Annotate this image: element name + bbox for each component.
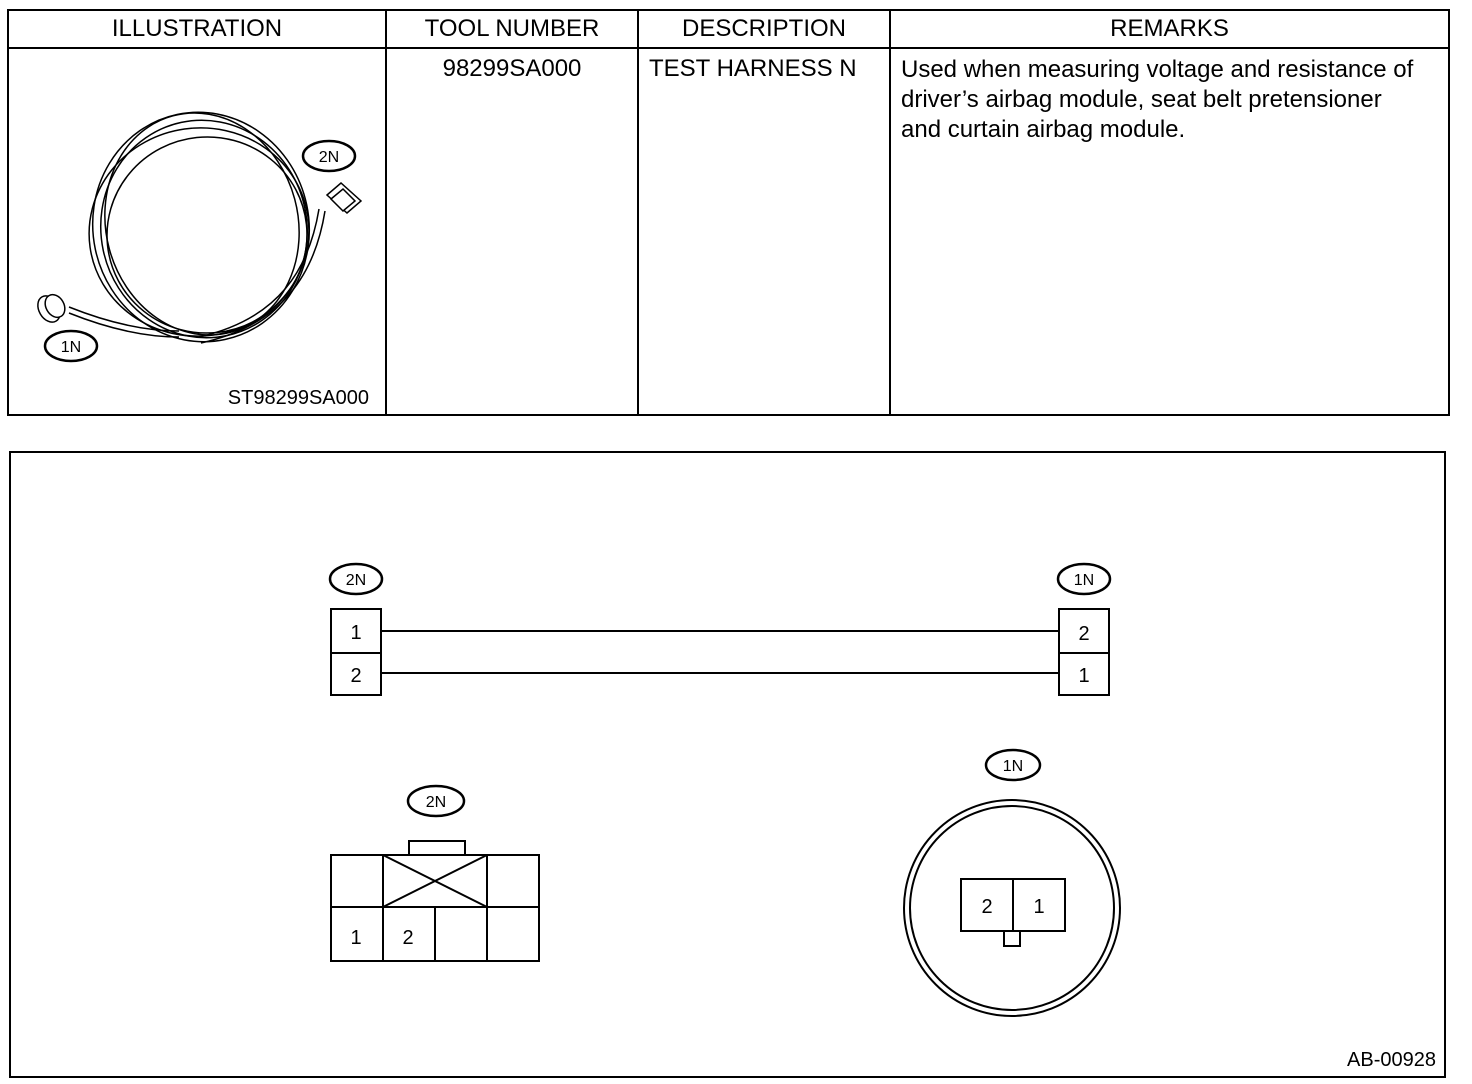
harness-label-2n-text: 2N <box>346 572 366 589</box>
connector-2n-label-text: 2N <box>426 794 446 811</box>
table-header-row: ILLUSTRATION TOOL NUMBER DESCRIPTION REM… <box>7 9 1450 49</box>
connector-2n-label: 2N <box>406 784 466 818</box>
header-tool-number: TOOL NUMBER <box>385 9 639 49</box>
connector-1n-pin: 1 <box>1033 896 1044 918</box>
tool-number-cell: 98299SA000 <box>385 47 639 416</box>
description-cell: TEST HARNESS N <box>637 47 891 416</box>
header-illustration: ILLUSTRATION <box>7 9 387 49</box>
harness-wires <box>381 630 1059 674</box>
harness-right-pin: 2 <box>1078 623 1089 645</box>
table-row: 2N 1N ST98299SA000 98299SA000 TEST HARNE… <box>7 47 1450 416</box>
illustration-cell: 2N 1N ST98299SA000 <box>7 47 387 416</box>
connector-2n-pin: 2 <box>402 927 413 949</box>
remarks-cell: Used when measuring voltage and resistan… <box>889 47 1450 416</box>
connector-1n-pin: 2 <box>981 896 992 918</box>
header-description: DESCRIPTION <box>637 9 891 49</box>
remarks-line: and curtain airbag module. <box>901 116 1186 143</box>
diagram-canvas: 2N 1N 1 2 2 1 2N <box>328 562 1121 1017</box>
illustration-label-1n: 1N <box>43 329 99 363</box>
illustration-label-2n-text: 2N <box>319 149 339 166</box>
connector-1n-face <box>903 799 1121 1017</box>
connector-1n-label: 1N <box>984 748 1042 782</box>
harness-left-pin: 2 <box>350 665 361 687</box>
remarks-line: driver’s airbag module, seat belt preten… <box>901 86 1382 113</box>
wiring-diagram: 2N 1N 1 2 2 1 2N <box>9 451 1446 1078</box>
remarks-line: Used when measuring voltage and resistan… <box>901 56 1414 83</box>
harness-left-pin: 1 <box>350 622 361 644</box>
harness-label-2n: 2N <box>328 562 384 596</box>
harness-left-connector: 1 2 <box>330 608 382 696</box>
connector-2n-pin: 1 <box>350 927 361 949</box>
harness-coil-illustration: 2N 1N <box>37 111 363 363</box>
harness-right-pin: 1 <box>1078 665 1089 687</box>
illustration-code: ST98299SA000 <box>227 387 369 409</box>
connector-1n-label-text: 1N <box>1003 758 1023 775</box>
harness-label-1n-text: 1N <box>1074 572 1094 589</box>
harness-label-1n: 1N <box>1056 562 1112 596</box>
harness-right-connector: 2 1 <box>1058 608 1110 696</box>
illustration-label-1n-text: 1N <box>61 339 81 356</box>
diagram-code: AB-00928 <box>1347 1049 1436 1071</box>
connector-2n-face <box>330 840 540 962</box>
header-remarks: REMARKS <box>889 9 1450 49</box>
illustration-label-2n: 2N <box>301 139 357 173</box>
tool-table: ILLUSTRATION TOOL NUMBER DESCRIPTION REM… <box>7 9 1450 416</box>
